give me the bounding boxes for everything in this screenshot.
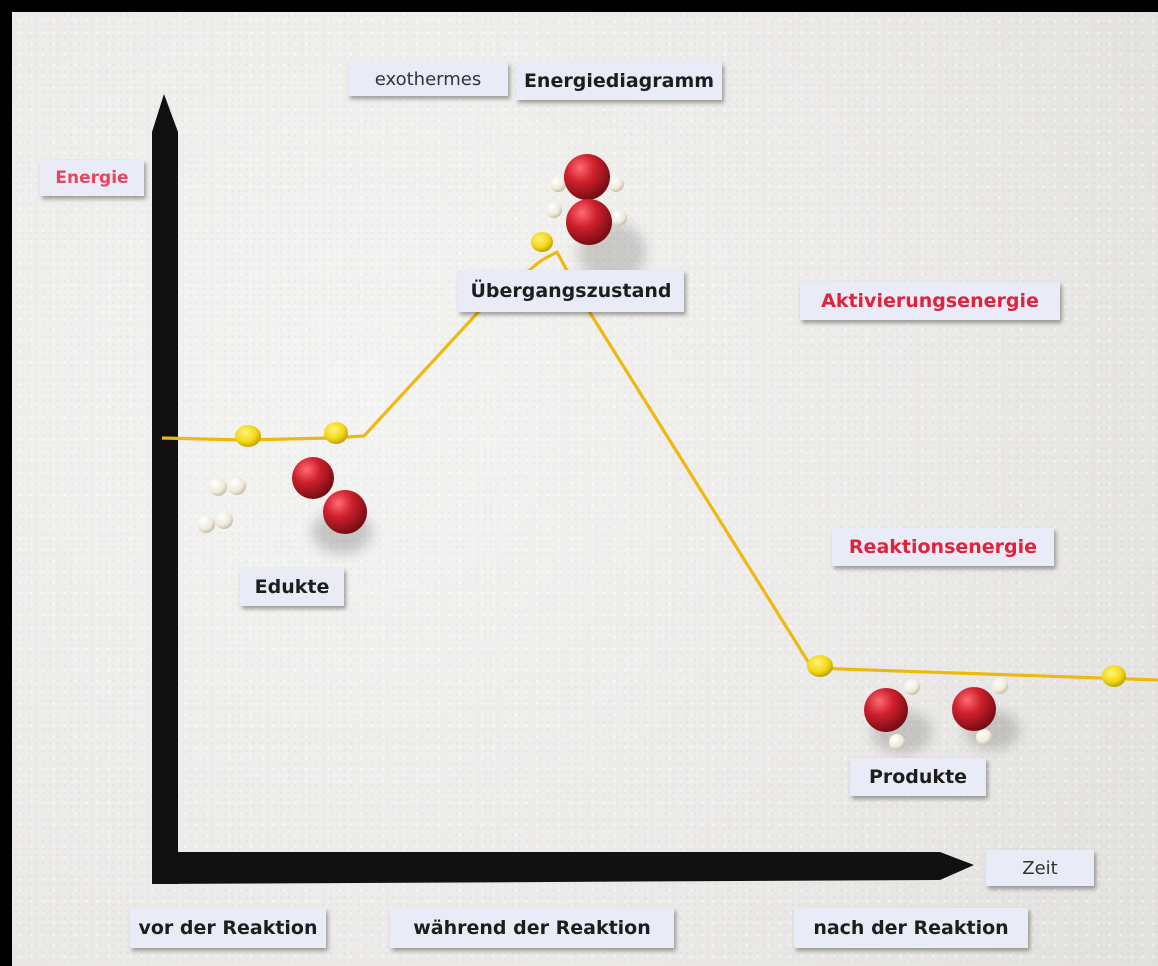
curve-pins: [235, 232, 1126, 687]
product-molecules: [864, 678, 1020, 754]
y-axis-arrow: [152, 94, 178, 884]
educts-label: Edukte: [240, 568, 344, 606]
educt-molecules: [197, 457, 372, 554]
diagram-board: exothermes Energiediagramm Energie Überg…: [12, 12, 1158, 966]
energy-diagram-scene: [152, 94, 1158, 884]
hydrogen-molecule-1: [209, 477, 246, 496]
water-molecule-1: [864, 679, 932, 754]
phase-during-label: während der Reaktion: [390, 908, 674, 948]
phase-before-label: vor der Reaktion: [130, 908, 326, 948]
title-prefix-label: exothermes: [348, 62, 508, 96]
activation-energy-label: Aktivierungsenergie: [800, 282, 1060, 320]
x-axis-arrow: [152, 852, 974, 884]
products-label: Produkte: [850, 758, 986, 796]
x-axis-label: Zeit: [986, 850, 1094, 886]
water-molecule-2: [952, 678, 1020, 750]
reaction-energy-label: Reaktionsenergie: [832, 528, 1054, 566]
transition-molecule: [546, 154, 646, 282]
hydrogen-molecule-2: [197, 511, 233, 533]
phase-after-label: nach der Reaktion: [794, 908, 1028, 948]
oxygen-molecule: [292, 457, 367, 534]
y-axis-label: Energie: [40, 160, 144, 196]
transition-state-label: Übergangszustand: [458, 270, 684, 312]
title-label: Energiediagramm: [516, 62, 722, 100]
